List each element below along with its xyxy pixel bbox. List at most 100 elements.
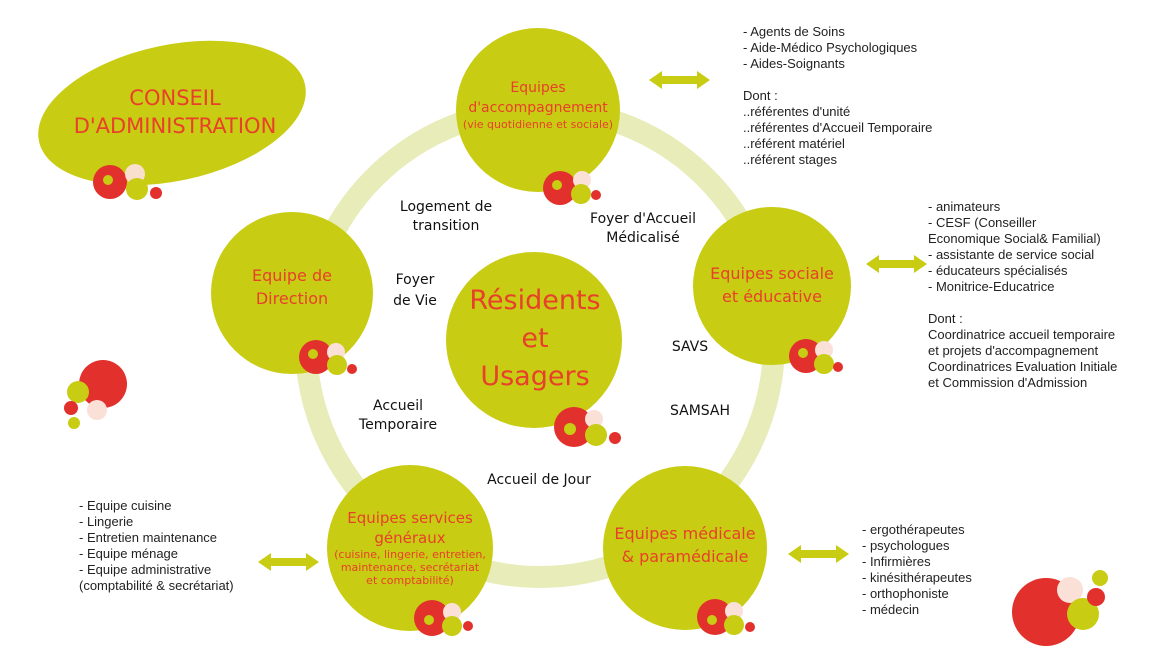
list-item: Coordinatrice accueil temporaire [928, 327, 1116, 342]
dots-bottom-right [1012, 570, 1108, 646]
list-item: - Equipe cuisine [79, 498, 172, 513]
team-direction-line1: Equipe de [252, 266, 332, 285]
list-item: Coordinatrices Evaluation Initiale [928, 359, 1118, 374]
dots-left [64, 360, 127, 429]
list-item: - animateurs [928, 199, 1001, 214]
list-item: Dont : [743, 88, 778, 103]
list-item: - Monitrice-Educatrice [928, 279, 1055, 294]
team-sociale-line2: et éducative [722, 287, 822, 306]
list-item: - médecin [862, 602, 920, 617]
team-services-line1: Equipes services [347, 509, 473, 527]
list-item: - ergothérapeutes [862, 522, 965, 537]
team-direction: Equipe de Direction [212, 264, 372, 310]
list-item: - Agents de Soins [743, 24, 845, 39]
dots-accompagnement [543, 171, 601, 205]
list-item: - assistante de service social [928, 247, 1095, 262]
list-item: et Commission d'Admission [928, 375, 1088, 390]
label-logement-line2: transition [412, 218, 480, 234]
list-item: - Equipe administrative [79, 562, 212, 577]
circle-services [327, 465, 493, 631]
list-item [743, 72, 932, 88]
arrow-services [258, 553, 319, 571]
dots-services [414, 600, 473, 636]
center-line3: Usagers [480, 361, 590, 392]
team-accompagnement-line2: d'accompagnement [468, 100, 608, 116]
team-direction-line2: Direction [255, 289, 329, 308]
list-item: - kinésithérapeutes [862, 570, 972, 585]
list-item: ..référentes d'unité [743, 104, 851, 119]
list-item [928, 295, 1117, 311]
label-logement: Logement de transition [378, 198, 514, 236]
list-item: - Equipe ménage [79, 546, 179, 561]
arrow-accompagnement [649, 71, 710, 89]
team-accompagnement-line1: Equipes [510, 80, 566, 96]
label-samsah-text: SAMSAH [669, 403, 731, 419]
list-item: - éducateurs spécialisés [928, 263, 1068, 278]
team-accompagnement-sub: (vie quotidienne et sociale) [462, 118, 614, 131]
list-item: - Entretien maintenance [79, 530, 218, 545]
dots-direction [299, 340, 357, 375]
label-foyer-vie: Foyer de Vie [376, 270, 454, 312]
circle-center [446, 252, 622, 428]
label-accueil-temporaire: Accueil Temporaire [340, 397, 456, 435]
list-item: Dont : [928, 311, 963, 326]
council-line2: D'ADMINISTRATION [73, 114, 277, 138]
list-item: - orthophoniste [862, 586, 949, 601]
list-item: ..référent matériel [743, 136, 845, 151]
center-title: Résidents et Usagers [450, 282, 620, 396]
team-sociale-line1: Equipes sociale [710, 264, 834, 283]
team-medicale-line2: & paramédicale [621, 547, 749, 566]
label-savs-text: SAVS [671, 339, 709, 355]
label-accueil-temporaire-line2: Temporaire [358, 417, 438, 433]
list-item: - Aides-Soignants [743, 56, 845, 71]
label-logement-line1: Logement de [399, 199, 493, 215]
center-line2: et [521, 323, 549, 354]
label-accueil-jour: Accueil de Jour [465, 471, 613, 490]
list-accompagnement: - Agents de Soins - Aide-Médico Psycholo… [743, 24, 932, 168]
label-foyer-vie-line2: de Vie [393, 293, 437, 309]
list-item: Economique Social& Familial) [928, 231, 1101, 246]
dots-medicale [697, 599, 755, 635]
team-medicale-line1: Equipes médicale [614, 524, 756, 543]
council-line1: CONSEIL [129, 86, 221, 110]
label-samsah: SAMSAH [655, 402, 745, 421]
dots-sociale [789, 339, 843, 374]
label-foyer-accueil-line2: Médicalisé [606, 230, 680, 246]
circle-medicale [603, 466, 767, 630]
label-foyer-accueil: Foyer d'Accueil Médicalisé [568, 210, 718, 248]
label-accueil-jour-text: Accueil de Jour [487, 472, 591, 488]
list-item: ..référentes d'Accueil Temporaire [743, 120, 933, 135]
list-item: - CESF (Conseiller [928, 215, 1037, 230]
circle-accompagnement [456, 28, 620, 192]
team-medicale: Equipes médicale & paramédicale [600, 522, 770, 568]
list-item: - Infirmières [862, 554, 931, 569]
team-services-sub3: et comptabilité) [366, 574, 454, 587]
list-sociale: - animateurs - CESF (Conseiller Economiq… [928, 199, 1117, 391]
list-item: - Aide-Médico Psychologiques [743, 40, 918, 55]
label-foyer-vie-line1: Foyer [395, 272, 435, 288]
list-item: - psychologues [862, 538, 950, 553]
circle-direction [211, 212, 373, 374]
list-item: (comptabilité & secrétariat) [79, 578, 234, 593]
team-services-line2: généraux [374, 529, 446, 547]
arrow-medicale [788, 545, 849, 563]
list-item: - Lingerie [79, 514, 134, 529]
dots-council [93, 164, 162, 200]
team-services-sub1: (cuisine, lingerie, entretien, [334, 548, 486, 561]
label-foyer-accueil-line1: Foyer d'Accueil [590, 211, 696, 227]
center-line1: Résidents [469, 285, 601, 316]
council-title: CONSEIL D'ADMINISTRATION [60, 84, 290, 140]
list-services: - Equipe cuisine - Lingerie - Entretien … [79, 498, 234, 594]
team-sociale: Equipes sociale et éducative [692, 262, 852, 308]
list-medicale: - ergothérapeutes - psychologues - Infir… [862, 522, 972, 618]
dots-center [554, 407, 621, 447]
team-services: Equipes services généraux (cuisine, ling… [325, 508, 495, 587]
list-item: et projets d'accompagnement [928, 343, 1099, 358]
council-ellipse [38, 40, 306, 186]
label-savs: SAVS [660, 338, 720, 357]
team-accompagnement: Equipes d'accompagnement (vie quotidienn… [448, 78, 628, 131]
circle-sociale [693, 207, 851, 365]
list-item: ..référent stages [743, 152, 837, 167]
label-accueil-temporaire-line1: Accueil [373, 398, 423, 414]
